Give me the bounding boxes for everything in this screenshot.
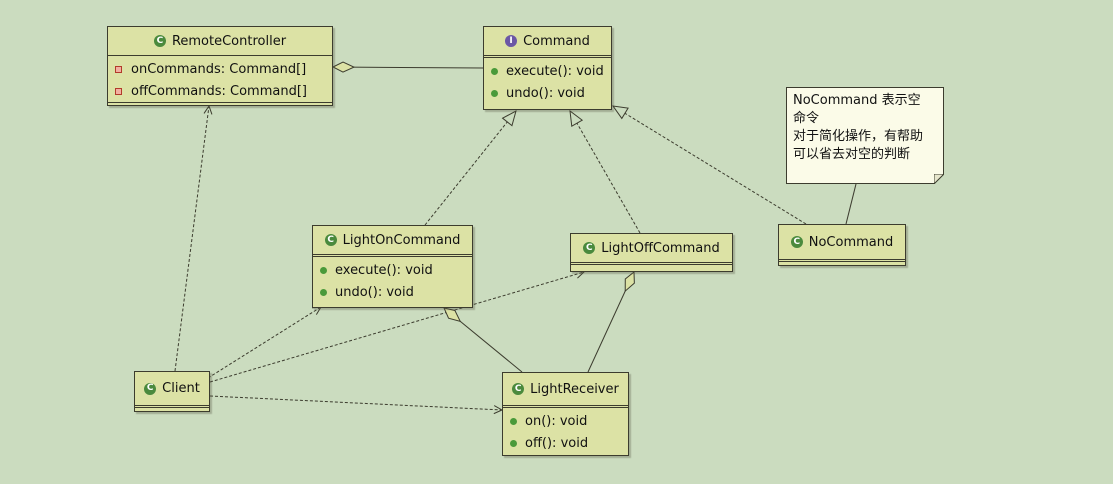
note-fold-corner [934,174,944,184]
member-section [571,262,732,272]
class-light-off-command[interactable]: C LightOffCommand [570,233,733,272]
public-method-icon [320,266,327,274]
note-box[interactable]: NoCommand 表示空 命令 对于简化操作，有帮助 可以省去对空的判断 [786,87,944,184]
method-text: off(): void [525,435,589,451]
note-line: 可以省去对空的判断 [793,147,911,162]
realization-lighton-command [424,111,516,226]
dependency-client-lighton [207,307,321,379]
class-icon: C [790,236,803,248]
method-text: undo(): void [506,85,585,101]
public-method-icon [510,417,517,425]
class-header: C LightReceiver [503,373,628,405]
attribute-text: offCommands: Command[] [131,83,307,99]
realization-nocommand-command [613,106,807,225]
aggregation-remote-command [333,67,484,68]
note-line: NoCommand 表示空 [793,93,921,108]
method-row[interactable]: off(): void [503,432,628,454]
class-header: C Client [135,372,209,405]
class-no-command[interactable]: C NoCommand [778,224,906,266]
aggregation-lighton-receiver [444,308,523,373]
class-name: RemoteController [171,33,287,49]
member-section [135,405,209,415]
public-method-icon [491,89,498,97]
class-light-on-command[interactable]: C LightOnCommand execute(): void undo():… [312,225,473,308]
class-header: C LightOnCommand [313,226,472,254]
method-text: undo(): void [335,284,414,300]
method-section: execute(): void undo(): void [313,254,472,305]
attribute-section: onCommands: Command[] offCommands: Comma… [108,55,332,104]
note-anchor-line [845,183,857,225]
class-header: I Command [484,27,611,55]
realization-lightoff-command [570,111,641,234]
interface-icon: I [505,35,518,47]
aggregation-lightoff-receiver [587,272,634,373]
class-icon: C [324,234,337,246]
class-name: LightOffCommand [601,240,720,256]
method-row[interactable]: on(): void [503,410,628,432]
public-method-icon [491,67,498,75]
attribute-row[interactable]: offCommands: Command[] [108,80,332,102]
class-name: LightOnCommand [342,232,461,248]
class-remote-controller[interactable]: C RemoteController onCommands: Command[]… [107,26,333,106]
method-section: execute(): void undo(): void [484,55,611,106]
class-name: Command [523,33,590,49]
private-field-icon [115,87,122,95]
class-name: LightReceiver [530,381,619,397]
public-method-icon [320,288,327,296]
method-text: on(): void [525,413,588,429]
attribute-row[interactable]: onCommands: Command[] [108,58,332,80]
class-name: NoCommand [808,234,894,250]
dependency-client-receiver [209,395,502,410]
class-command[interactable]: I Command execute(): void undo(): void [483,26,612,110]
dependency-client-remote [174,106,209,372]
method-row[interactable]: undo(): void [484,82,611,104]
class-icon: C [512,383,525,395]
class-icon: C [583,242,596,254]
method-text: execute(): void [506,63,604,79]
method-row[interactable]: execute(): void [484,60,611,82]
method-row[interactable]: undo(): void [313,281,472,303]
class-icon: C [153,35,166,47]
public-method-icon [510,439,517,447]
method-row[interactable]: execute(): void [313,259,472,281]
class-header: C LightOffCommand [571,234,732,262]
class-header: C NoCommand [779,225,905,259]
member-section [779,259,905,269]
class-header: C RemoteController [108,27,332,55]
note-line: 命令 [793,111,820,126]
class-icon: C [144,382,157,395]
class-light-receiver[interactable]: C LightReceiver on(): void off(): void [502,372,629,456]
class-client[interactable]: C Client [134,371,210,412]
method-section: on(): void off(): void [503,405,628,456]
attribute-text: onCommands: Command[] [131,61,307,77]
class-name: Client [162,381,200,396]
private-field-icon [115,65,122,73]
note-line: 对于简化操作，有帮助 [793,129,924,144]
method-section [108,102,332,103]
method-text: execute(): void [335,262,433,278]
